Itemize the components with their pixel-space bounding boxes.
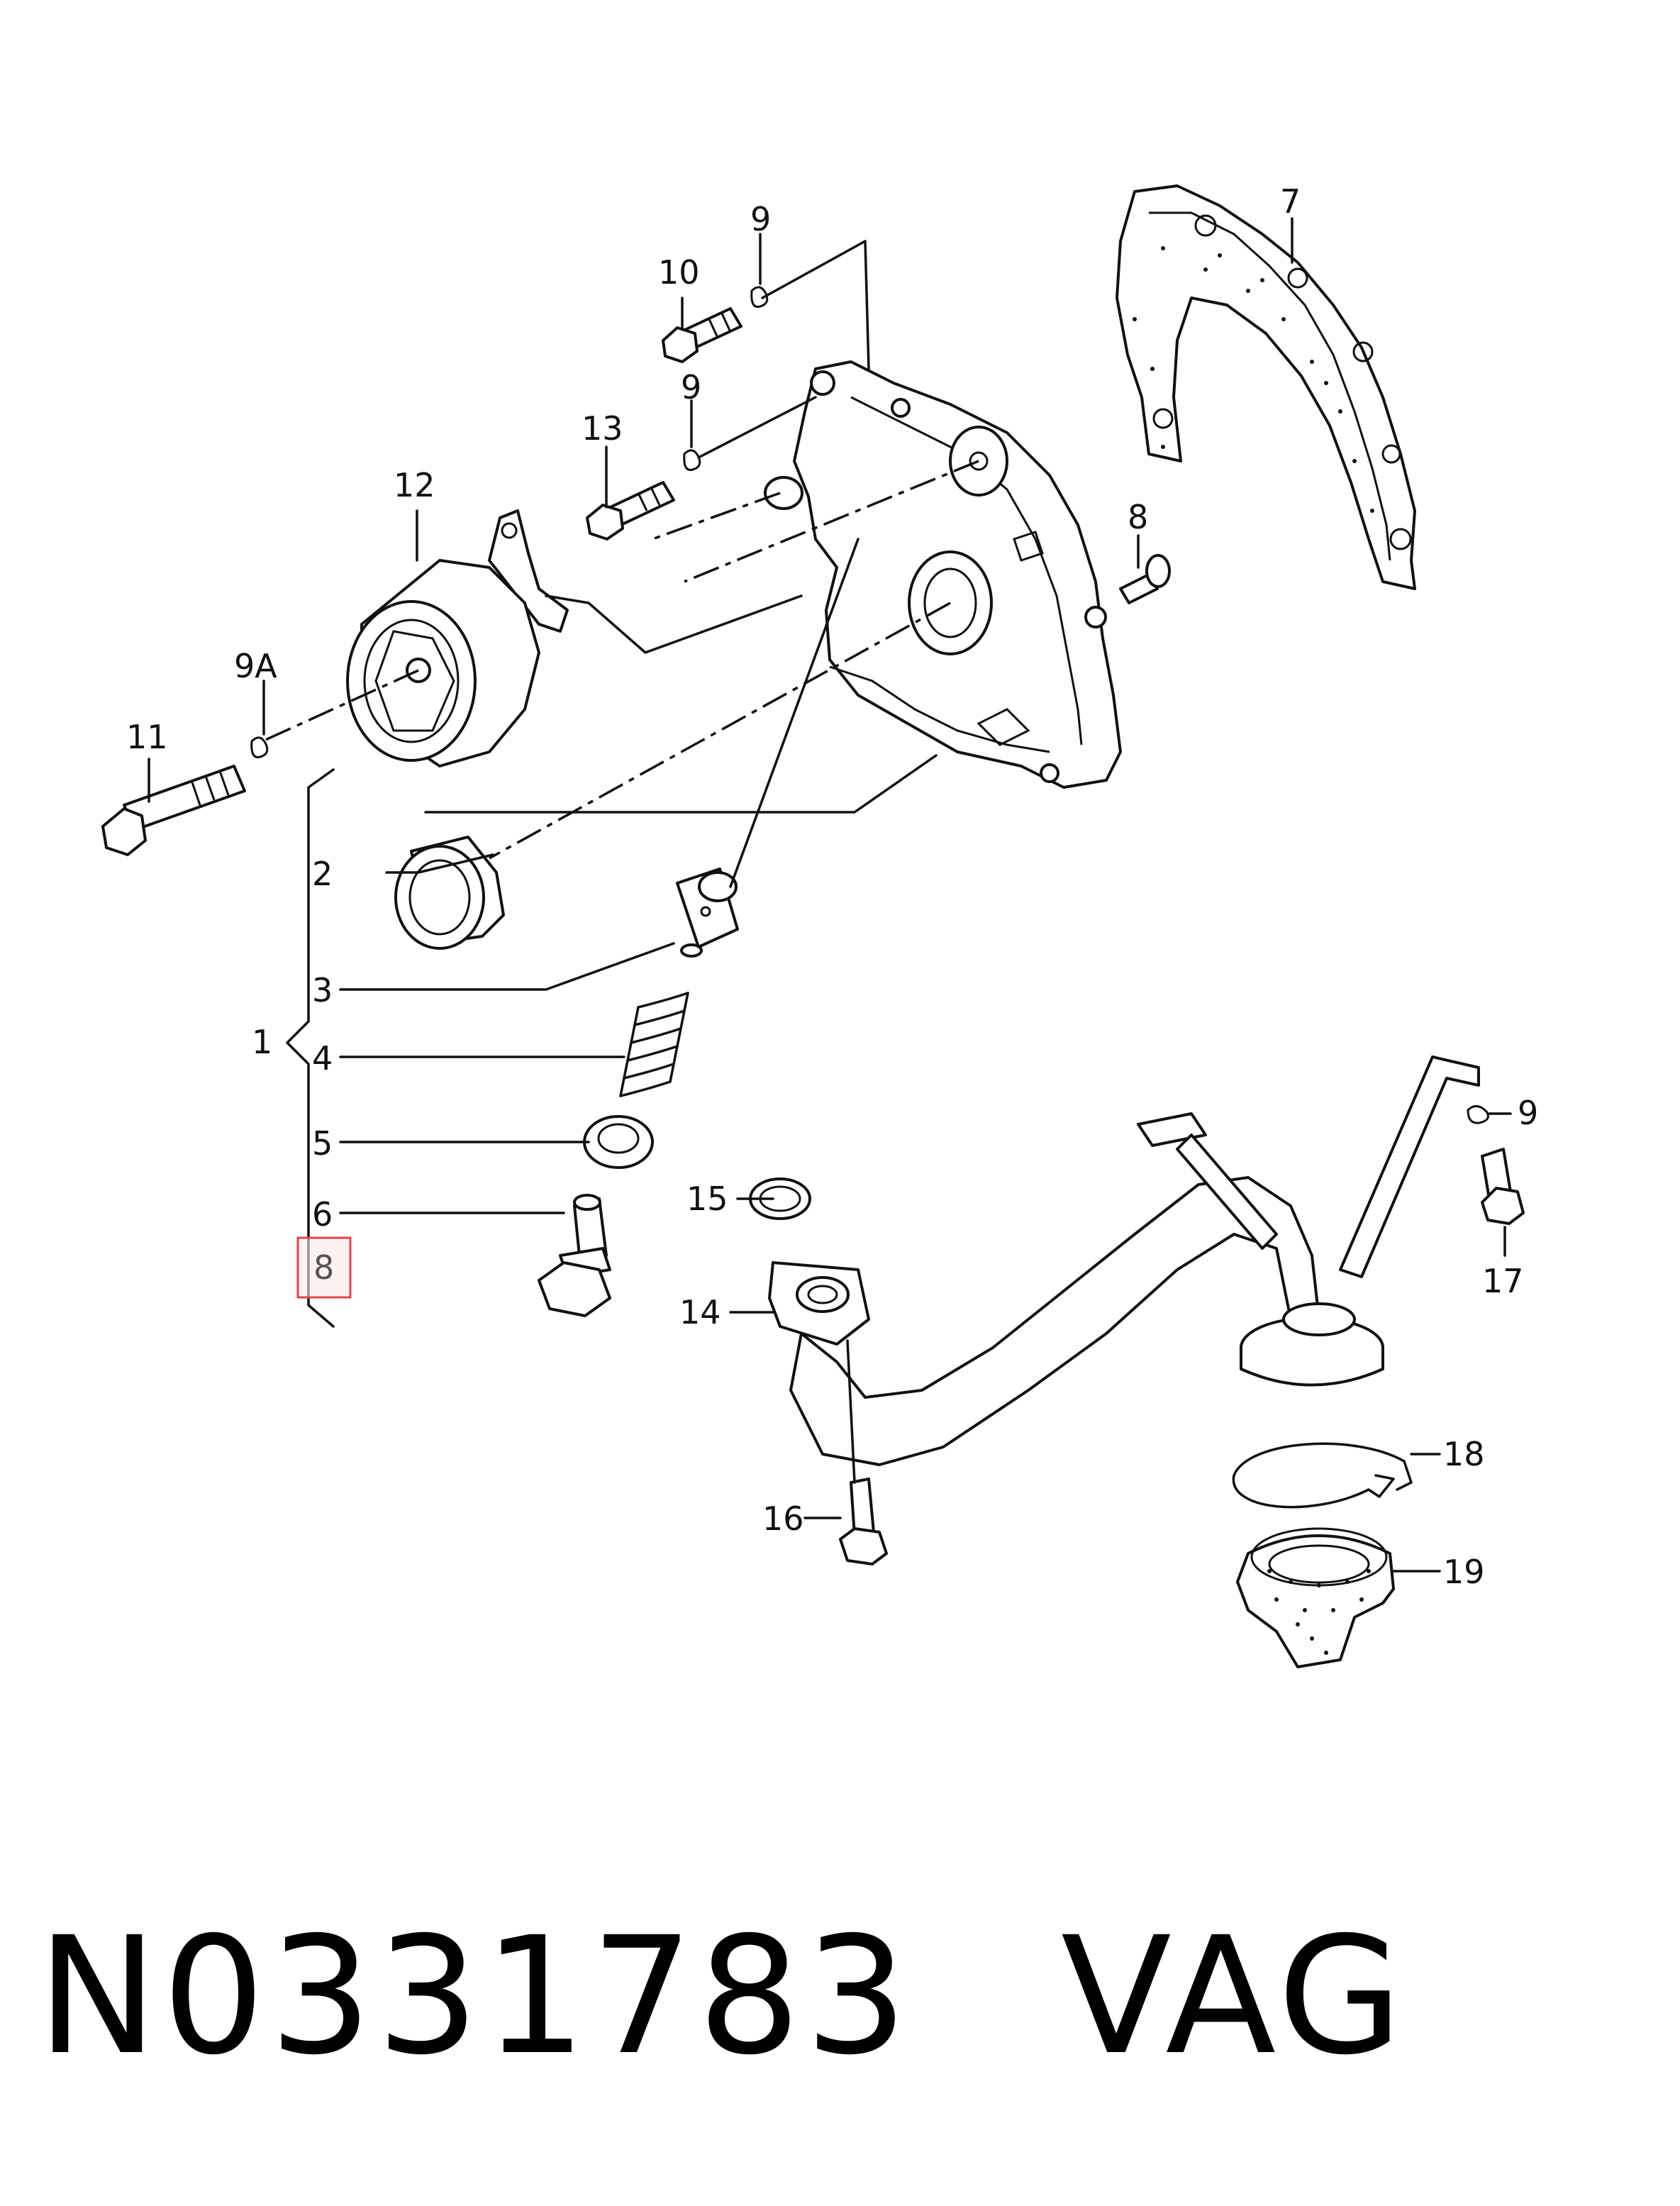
callout-labels: 1 2 3 4 5 6 7 8 9 9 9A 9 10 11 12 13 14 … [126,182,1538,1591]
bolt-11-part [101,765,246,856]
oil-pump-housing-part [764,360,1122,789]
bolt-8-part [1119,554,1171,604]
callout-15: 15 [686,1180,728,1218]
part-number: N0331783 [37,1902,912,2090]
callout-8-highlight: 8 [313,1248,334,1287]
highlighted-callout-8: 8 [296,1236,352,1299]
callout-2: 2 [312,855,333,893]
callout-11: 11 [126,718,168,756]
callout-9-right: 9 [1518,1094,1538,1132]
callout-9a: 9A [234,647,277,685]
callout-4: 4 [312,1039,333,1077]
washer-5-part [583,1115,654,1169]
highlight-box [296,1236,352,1299]
callout-19: 19 [1443,1553,1485,1591]
bolt-10-part [662,307,742,363]
valve-piston-3-part [676,868,739,958]
callout-7: 7 [1280,182,1301,221]
gasket-part [1116,184,1416,590]
spring-4-part [619,992,689,1097]
callout-3: 3 [312,971,333,1009]
bolt-13-part [586,481,675,541]
callout-16: 16 [762,1500,804,1538]
callout-8-top: 8 [1128,498,1148,536]
tensioner-pulley-part [346,509,569,767]
callout-17: 17 [1482,1262,1524,1300]
callout-9-top: 9 [750,200,771,238]
leader-lines [148,217,1512,1573]
callout-9-mid: 9 [681,368,701,406]
seal-2-part [394,836,505,950]
plug-6-part [538,1194,611,1317]
callout-5: 5 [312,1124,333,1163]
callout-1: 1 [252,1023,272,1061]
callout-12: 12 [394,466,435,504]
callout-10: 10 [658,253,700,292]
callout-14: 14 [679,1293,721,1331]
callout-6: 6 [312,1195,333,1234]
clip-washers-part [250,286,1489,1124]
brand-name: VAG [1060,1902,1408,2090]
callout-13: 13 [582,409,623,448]
oil-pickup-pipe-part [749,1055,1525,1668]
callout-18: 18 [1443,1435,1485,1473]
